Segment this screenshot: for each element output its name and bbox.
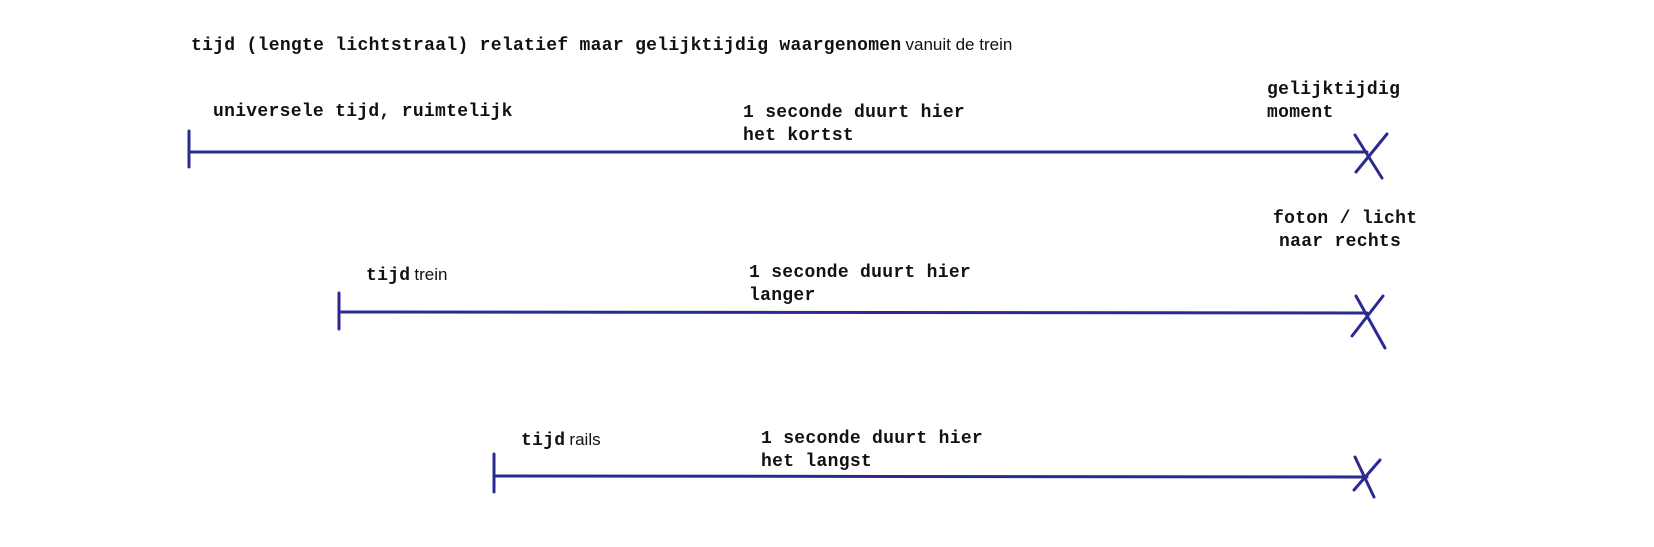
timeline-rails-line bbox=[492, 474, 1369, 479]
timeline-train-end-x-icon bbox=[1350, 294, 1387, 350]
moment-annotation: gelijktijdig moment bbox=[1267, 79, 1400, 125]
timeline-rails-end-x-icon bbox=[1352, 455, 1382, 499]
timeline-rails-note-line1: 1 seconde duurt hier bbox=[761, 429, 984, 449]
title-sans: vanuit de trein bbox=[905, 35, 1013, 54]
timeline-universal-note: 1 seconde duurt hier het kortst bbox=[743, 102, 965, 148]
timeline-rails-label-mono: tijd bbox=[521, 431, 566, 451]
timeline-train-note-line1: 1 seconde duurt hier bbox=[749, 263, 972, 283]
moment-annotation-line2: moment bbox=[1267, 103, 1334, 123]
timeline-universal-end-x-icon bbox=[1353, 132, 1389, 180]
photon-annotation: foton / licht naar rechts bbox=[1273, 208, 1417, 254]
timeline-universal-note-line1: 1 seconde duurt hier bbox=[743, 103, 966, 123]
timeline-train-label-sans: trein bbox=[414, 265, 448, 284]
timeline-universal-label: universele tijd, ruimtelijk bbox=[213, 102, 513, 122]
timeline-train-line bbox=[337, 310, 1369, 315]
timeline-train-note: 1 seconde duurt hier langer bbox=[749, 262, 971, 308]
photon-annotation-line2: naar rechts bbox=[1279, 232, 1402, 252]
timeline-rails-note: 1 seconde duurt hier het langst bbox=[761, 428, 983, 474]
diagram-title: tijd (lengte lichtstraal) relatief maar … bbox=[191, 35, 1012, 56]
timeline-train-label: tijd trein bbox=[366, 265, 448, 286]
timeline-rails-label-sans: rails bbox=[569, 430, 601, 449]
moment-annotation-line1: gelijktijdig bbox=[1267, 80, 1401, 100]
timeline-train-label-mono: tijd bbox=[366, 266, 411, 286]
timeline-train-note-line2: langer bbox=[749, 286, 816, 306]
photon-annotation-line1: foton / licht bbox=[1273, 209, 1418, 229]
title-mono: tijd (lengte lichtstraal) relatief maar … bbox=[191, 36, 902, 56]
timeline-rails-note-line2: het langst bbox=[761, 452, 873, 472]
timeline-universal-note-line2: het kortst bbox=[743, 126, 855, 146]
timeline-rails-label: tijd rails bbox=[521, 430, 601, 451]
